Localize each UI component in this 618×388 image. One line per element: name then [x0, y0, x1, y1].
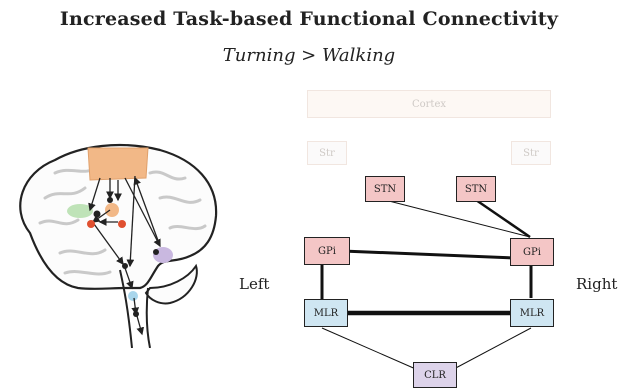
node-dot: [153, 249, 159, 255]
node-clr: CLR: [413, 362, 457, 388]
clr-region: [128, 291, 138, 301]
brainstem: [119, 269, 151, 348]
label-right: Right: [576, 275, 618, 293]
node-mlr-left: MLR: [304, 299, 348, 327]
node-dot: [118, 220, 126, 228]
cortex-region: [87, 147, 149, 181]
edge-gpiL-gpiR: [317, 248, 516, 260]
node-dot: [107, 197, 113, 203]
edge-stnL-gpiR: [384, 199, 531, 238]
node-gpi-left: GPi: [304, 237, 350, 265]
node-cortex: Cortex: [307, 90, 551, 118]
edge-mlrR-clr: [451, 327, 532, 371]
node-str-left: Str: [307, 141, 347, 165]
node-dot: [93, 210, 101, 218]
node-str-right: Str: [511, 141, 551, 165]
stn-region: [105, 203, 119, 217]
brain-illustration: [19, 143, 218, 348]
node-gpi-right: GPi: [510, 238, 554, 266]
node-stn-right: STN: [456, 176, 496, 202]
cerebellum: [144, 263, 198, 305]
node-dot: [133, 311, 139, 317]
node-mlr-right: MLR: [510, 299, 554, 327]
figure-title: Increased Task-based Functional Connecti…: [59, 8, 559, 30]
node-dot: [87, 220, 95, 228]
edge-mlrL-clr: [321, 327, 419, 371]
striatum-region: [67, 204, 93, 218]
edge-stnR-gpiR: [475, 198, 531, 239]
label-left: Left: [239, 275, 270, 293]
node-dot: [122, 263, 128, 269]
node-stn-left: STN: [365, 176, 405, 202]
figure-subtitle: Turning > Walking: [222, 45, 396, 66]
